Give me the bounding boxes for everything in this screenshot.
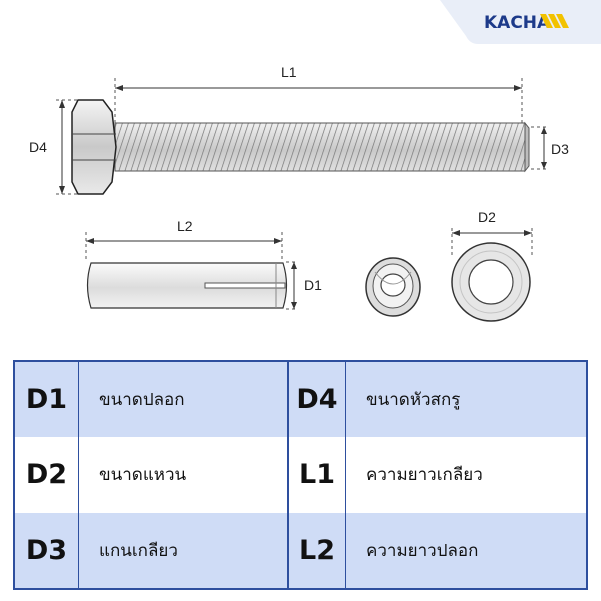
legend-code-l2: L2 xyxy=(289,512,346,588)
cone-nut-drawing xyxy=(365,257,421,317)
bolt-drawing xyxy=(71,99,530,195)
legend-code-d4: D4 xyxy=(289,362,346,438)
label-l2: L2 xyxy=(177,218,193,234)
legend-desc-d1: ขนาดปลอก xyxy=(79,362,289,438)
dimension-d1: D1 xyxy=(286,261,322,310)
label-l1: L1 xyxy=(281,64,297,80)
legend-code-d2: D2 xyxy=(15,437,79,513)
label-d3: D3 xyxy=(551,141,569,157)
legend-desc-d2: ขนาดแหวน xyxy=(79,437,289,513)
dimension-d3: D3 xyxy=(531,126,569,170)
legend-code-d3: D3 xyxy=(15,512,79,588)
label-d1: D1 xyxy=(304,277,322,293)
technical-drawing: KACHA L1 D4 D3 xyxy=(29,0,601,322)
legend-table: D1 ขนาดปลอก D4 ขนาดหัวสกรู D2 ขนาดแหวน L… xyxy=(13,360,588,590)
dimension-l1: L1 xyxy=(114,64,523,130)
logo-text: KACHA xyxy=(484,13,551,33)
legend-desc-l2: ความยาวปลอก xyxy=(346,512,586,588)
legend-code-d1: D1 xyxy=(15,362,79,438)
legend-desc-d3: แกนเกลียว xyxy=(79,512,289,588)
logo-badge-shape xyxy=(440,0,601,44)
label-d4: D4 xyxy=(29,139,47,155)
dimension-d4: D4 xyxy=(29,99,98,195)
dimension-l2: L2 xyxy=(85,218,283,262)
label-d2: D2 xyxy=(478,209,496,225)
anchor-sleeve-drawing xyxy=(86,262,288,309)
kacha-logo: KACHA xyxy=(440,0,601,44)
dimension-d2: D2 xyxy=(451,209,533,255)
washer-drawing xyxy=(451,242,531,322)
legend-desc-d4: ขนาดหัวสกรู xyxy=(346,362,586,438)
legend-code-l1: L1 xyxy=(289,437,346,513)
logo-stripes-icon xyxy=(540,14,569,28)
legend-desc-l1: ความยาวเกลียว xyxy=(346,437,586,513)
